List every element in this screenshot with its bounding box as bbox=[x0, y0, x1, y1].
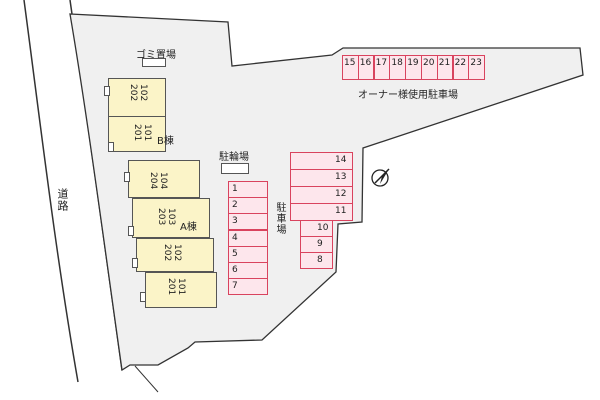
parking-space: 6 bbox=[228, 262, 268, 279]
building-a-unit bbox=[132, 198, 210, 238]
unit-number: 102 bbox=[138, 84, 148, 102]
parking-space-number: 16 bbox=[359, 58, 372, 68]
parking-space: 21 bbox=[436, 55, 454, 80]
parking-space-number: 13 bbox=[335, 172, 347, 182]
parking-space-number: 15 bbox=[344, 58, 356, 68]
building-b-divider bbox=[108, 116, 166, 117]
parking-space-number: 2 bbox=[232, 200, 238, 211]
parking-space-number: 14 bbox=[335, 155, 347, 165]
parking-space-number: 4 bbox=[232, 232, 238, 243]
building-a-unit bbox=[128, 160, 200, 198]
parking-space: 2 bbox=[228, 197, 268, 215]
building-a-unit bbox=[145, 272, 217, 308]
parking-space-number: 12 bbox=[335, 189, 347, 199]
unit-number: 104 bbox=[158, 172, 168, 190]
unit-number: 101 bbox=[142, 124, 152, 142]
unit-number: 201 bbox=[132, 124, 142, 142]
unit-number: 101 bbox=[176, 278, 186, 296]
north-compass-icon bbox=[371, 168, 390, 187]
parking-space-number: 6 bbox=[232, 265, 238, 275]
parking-space: 5 bbox=[228, 245, 268, 263]
building-a-door bbox=[140, 292, 146, 302]
parking-space-number: 1 bbox=[232, 184, 238, 194]
parking-space: 14 bbox=[290, 152, 353, 170]
parking-space-number: 19 bbox=[407, 58, 419, 68]
parking-space-number: 5 bbox=[232, 248, 238, 259]
road-label: 道路 bbox=[56, 188, 69, 212]
parking-space-number: 11 bbox=[335, 206, 347, 216]
parking-space: 1 bbox=[228, 181, 268, 198]
parking-space-number: 21 bbox=[438, 58, 451, 68]
parking-space: 20 bbox=[421, 55, 438, 80]
unit-number: 202 bbox=[128, 84, 138, 102]
building-b-label: B棟 bbox=[157, 136, 174, 147]
parking-space-number: 22 bbox=[454, 58, 467, 68]
parking-space: 9 bbox=[300, 236, 333, 253]
parking-space-number: 18 bbox=[391, 58, 403, 68]
parking-space: 18 bbox=[389, 55, 406, 80]
parking-space: 8 bbox=[300, 252, 333, 269]
building-a-label: A棟 bbox=[180, 222, 197, 233]
parking-space-number: 9 bbox=[317, 239, 323, 249]
unit-number: 102 bbox=[172, 244, 182, 262]
road-edge-left bbox=[23, 0, 79, 383]
garbage-area-label: ゴミ置場 bbox=[136, 50, 176, 61]
parking-space-number: 17 bbox=[375, 58, 388, 68]
building-a-door bbox=[124, 172, 130, 182]
parking-space: 11 bbox=[290, 203, 353, 221]
owner-parking-label: オーナー様使用駐車場 bbox=[358, 90, 458, 101]
parking-space: 15 bbox=[342, 55, 359, 80]
garbage-area bbox=[142, 58, 166, 67]
parking-space: 4 bbox=[228, 229, 268, 247]
building-a-unit bbox=[136, 238, 214, 272]
parking-space: 16 bbox=[357, 55, 375, 80]
parking-space: 3 bbox=[228, 213, 268, 231]
parking-space: 7 bbox=[228, 278, 268, 296]
parking-space-number: 7 bbox=[232, 281, 238, 292]
parking-space: 17 bbox=[373, 55, 391, 80]
bicycle-parking bbox=[221, 163, 249, 174]
parking-space: 12 bbox=[290, 186, 353, 204]
unit-number: 103 bbox=[166, 208, 176, 226]
unit-number: 202 bbox=[162, 244, 172, 262]
building-a-door bbox=[128, 226, 134, 236]
parking-space: 23 bbox=[468, 55, 485, 80]
building-a-door bbox=[132, 258, 138, 268]
unit-number: 201 bbox=[166, 278, 176, 296]
parking-label: 駐車場 bbox=[274, 202, 285, 235]
parking-space-number: 20 bbox=[423, 58, 435, 68]
parking-space-number: 3 bbox=[232, 216, 238, 227]
building-b-door bbox=[108, 142, 114, 152]
bicycle-parking-label: 駐輪場 bbox=[219, 152, 249, 163]
building-b-door bbox=[104, 86, 110, 96]
lot-corner-line bbox=[134, 365, 159, 393]
unit-number: 203 bbox=[156, 208, 166, 226]
parking-space-number: 10 bbox=[317, 223, 329, 233]
parking-space: 10 bbox=[300, 220, 333, 237]
parking-space: 19 bbox=[405, 55, 422, 80]
building-b bbox=[108, 78, 166, 152]
parking-space: 22 bbox=[452, 55, 470, 80]
parking-space-number: 8 bbox=[317, 255, 323, 265]
unit-number: 204 bbox=[148, 172, 158, 190]
parking-space-number: 23 bbox=[470, 58, 482, 68]
parking-space: 13 bbox=[290, 169, 353, 187]
